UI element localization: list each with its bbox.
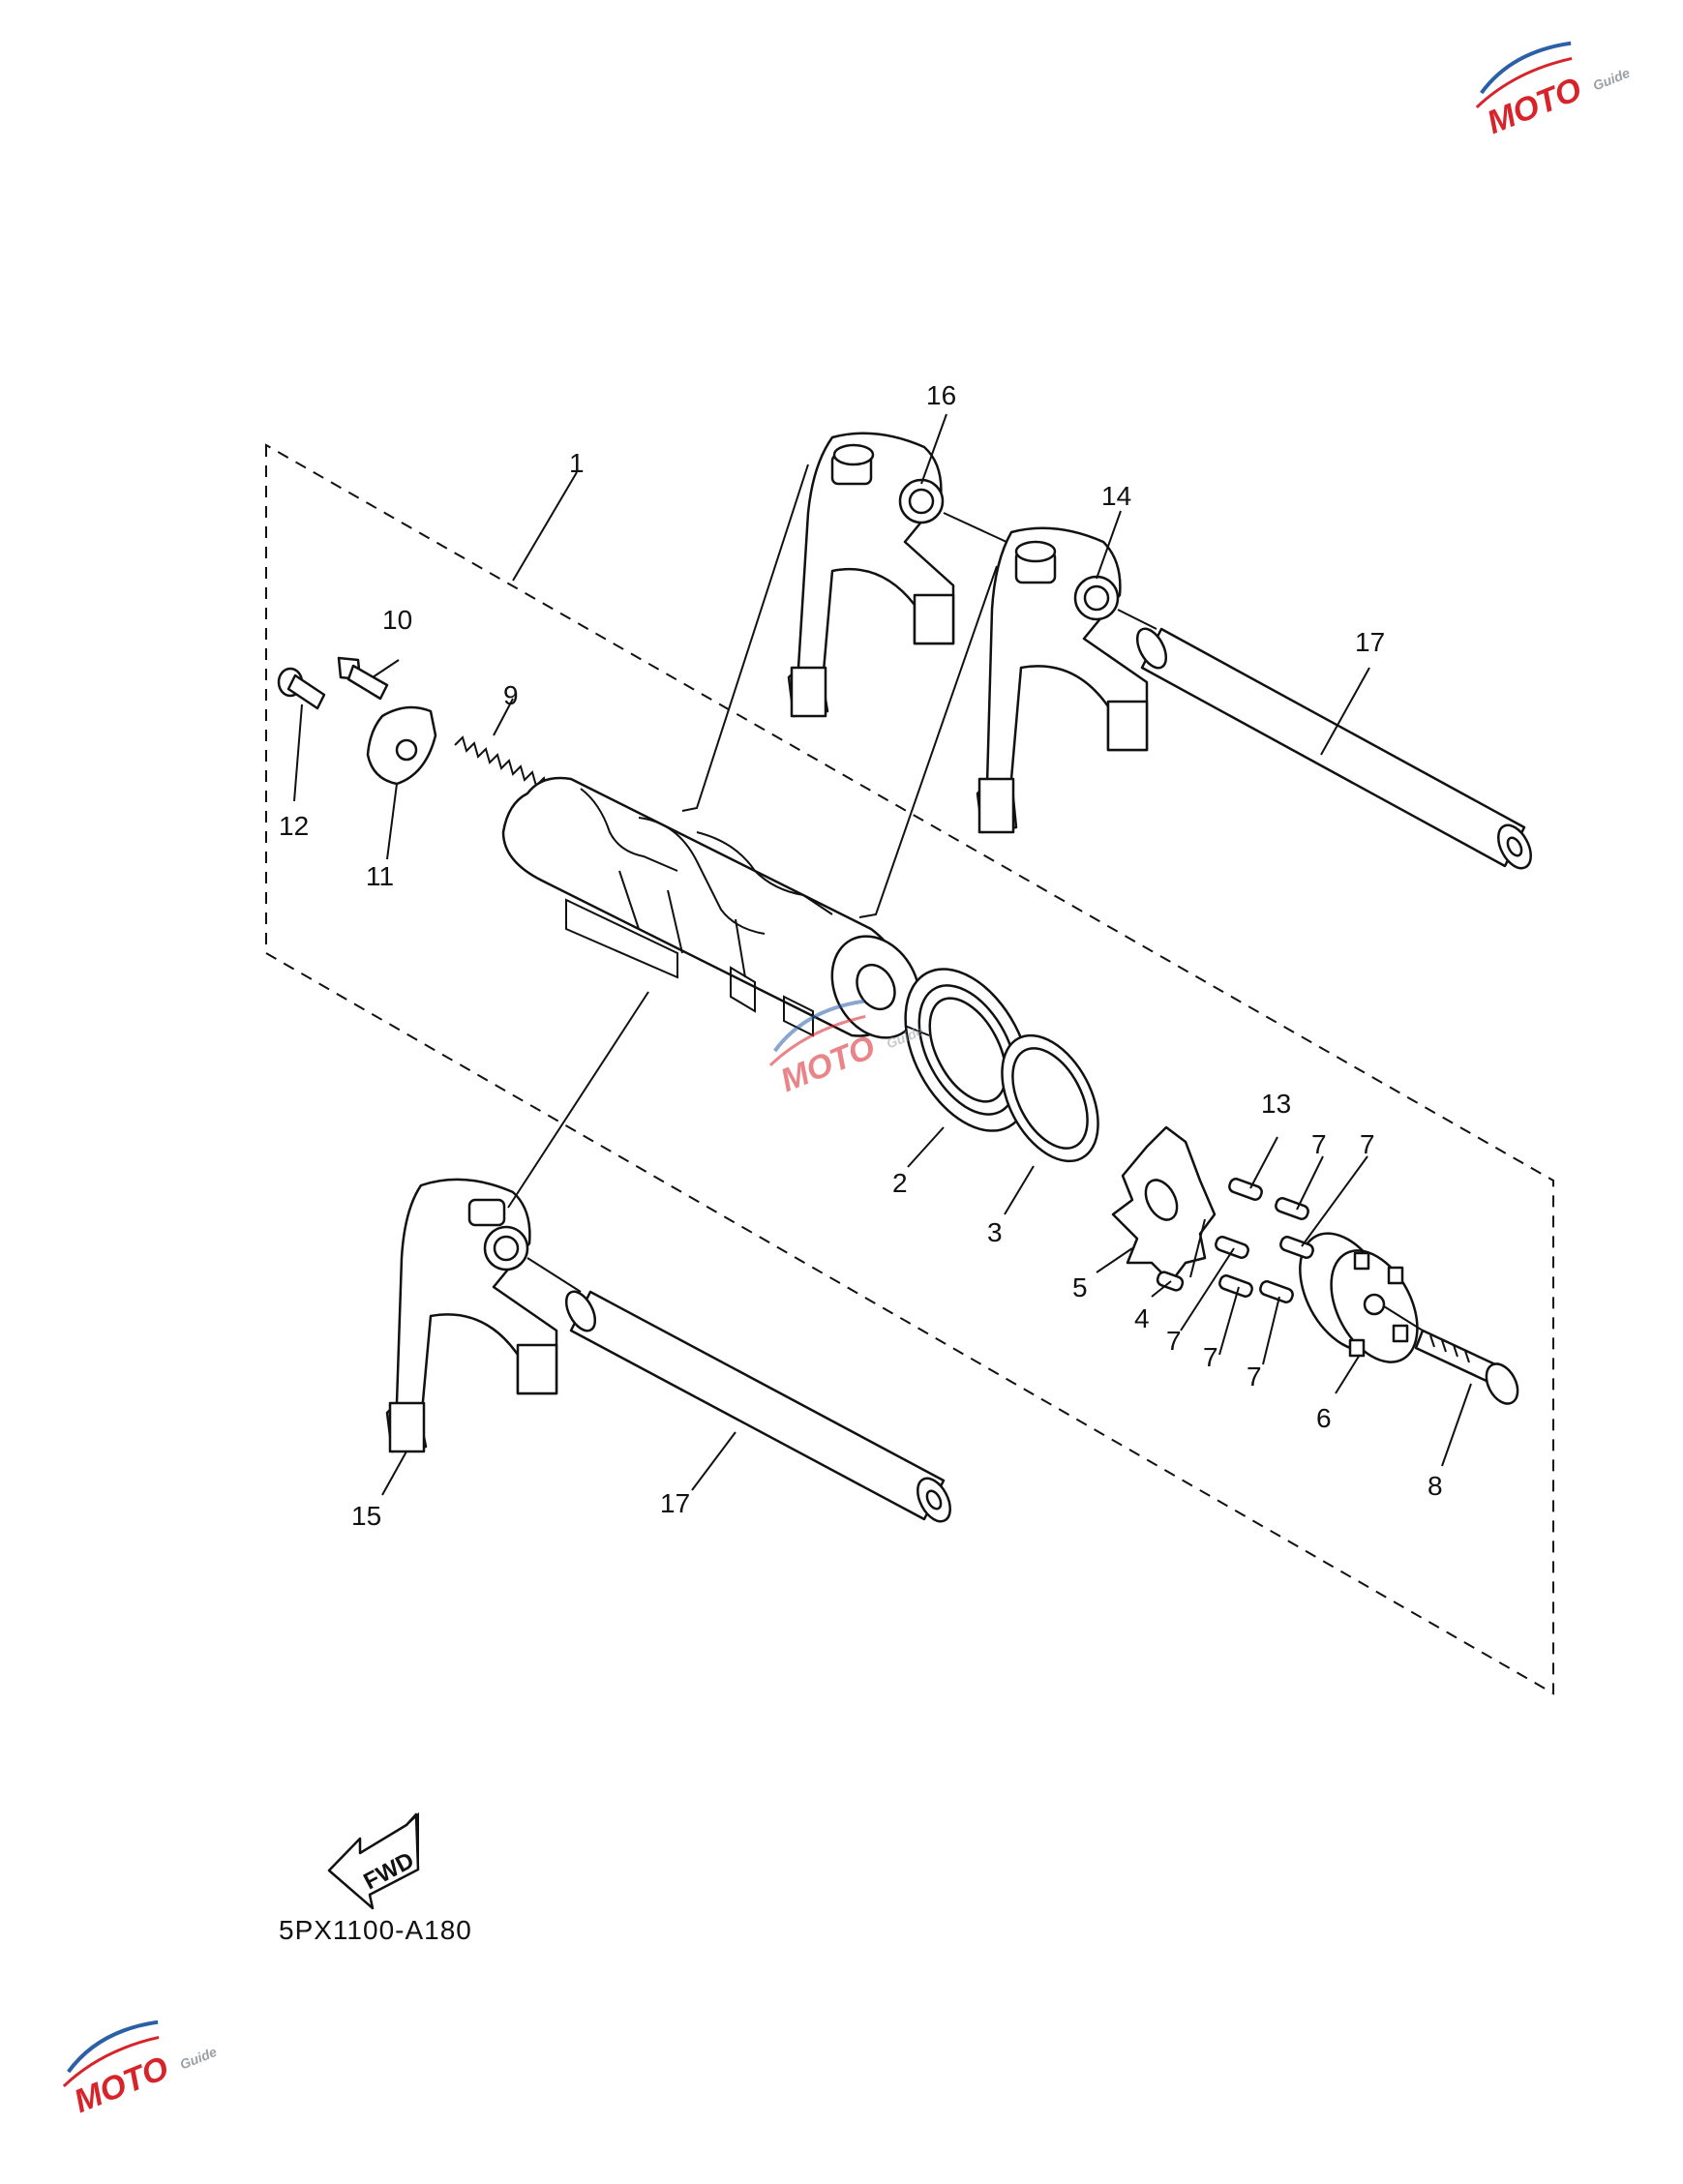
shift-fork-shaft-lower	[564, 1290, 951, 1523]
screw-8	[1414, 1329, 1519, 1405]
label-5: 5	[1072, 1272, 1088, 1302]
label-13: 13	[1261, 1089, 1291, 1119]
pins-7	[1156, 1178, 1314, 1303]
leader-lines	[293, 413, 1472, 1496]
shift-fork-14	[976, 526, 1149, 834]
shift-fork-15	[385, 1178, 558, 1453]
bolt-10	[337, 656, 389, 701]
label-7e: 7	[1247, 1361, 1262, 1391]
watermark-sub-top: Guide	[1591, 65, 1633, 94]
label-12: 12	[279, 811, 309, 841]
watermark-text-center: MOTO	[775, 1029, 880, 1099]
segment-5	[1111, 1125, 1217, 1284]
label-17b: 17	[660, 1488, 690, 1518]
bearing-2	[904, 968, 1032, 1132]
label-2: 2	[892, 1168, 908, 1198]
label-8: 8	[1428, 1471, 1443, 1501]
label-1: 1	[569, 448, 585, 478]
shift-fork-shaft-upper	[1135, 627, 1532, 870]
label-14: 14	[1101, 481, 1131, 511]
watermark-text-bottom: MOTO	[69, 2049, 173, 2120]
label-7b: 7	[1360, 1129, 1375, 1159]
label-7a: 7	[1311, 1129, 1327, 1159]
label-4: 4	[1134, 1303, 1150, 1333]
label-7c: 7	[1166, 1326, 1182, 1356]
label-11: 11	[366, 861, 394, 891]
label-10: 10	[382, 605, 412, 635]
screw-12	[277, 667, 326, 710]
label-3: 3	[987, 1217, 1003, 1247]
shift-fork-16	[787, 432, 955, 718]
label-9: 9	[503, 680, 519, 710]
guide-lines	[507, 464, 1424, 1331]
assembly-outline	[265, 443, 1554, 1695]
stopper-lever-11	[366, 705, 437, 786]
spring-9	[454, 735, 549, 793]
collar-3	[1001, 1033, 1099, 1163]
label-6: 6	[1316, 1403, 1332, 1433]
part-labels: 1 2 3 4 5 6 7 7 7 7 7 8 9 10 11 12 13 14…	[279, 380, 1443, 1531]
shift-drum	[501, 776, 921, 1039]
label-7d: 7	[1203, 1342, 1218, 1372]
label-15: 15	[351, 1501, 381, 1531]
drum-cam-6	[1299, 1232, 1419, 1363]
label-16: 16	[926, 380, 956, 410]
label-17a: 17	[1355, 627, 1385, 657]
diagram-code: 5PX1100-A180	[279, 1915, 472, 1945]
watermark-text-top: MOTO	[1482, 71, 1586, 141]
watermark-sub-bottom: Guide	[178, 2044, 220, 2073]
watermark-logo-top: MOTO Guide	[1475, 41, 1633, 141]
watermark-logo-bottom: MOTO Guide	[62, 2019, 220, 2120]
fwd-arrow-icon: FWD	[327, 1811, 420, 1910]
